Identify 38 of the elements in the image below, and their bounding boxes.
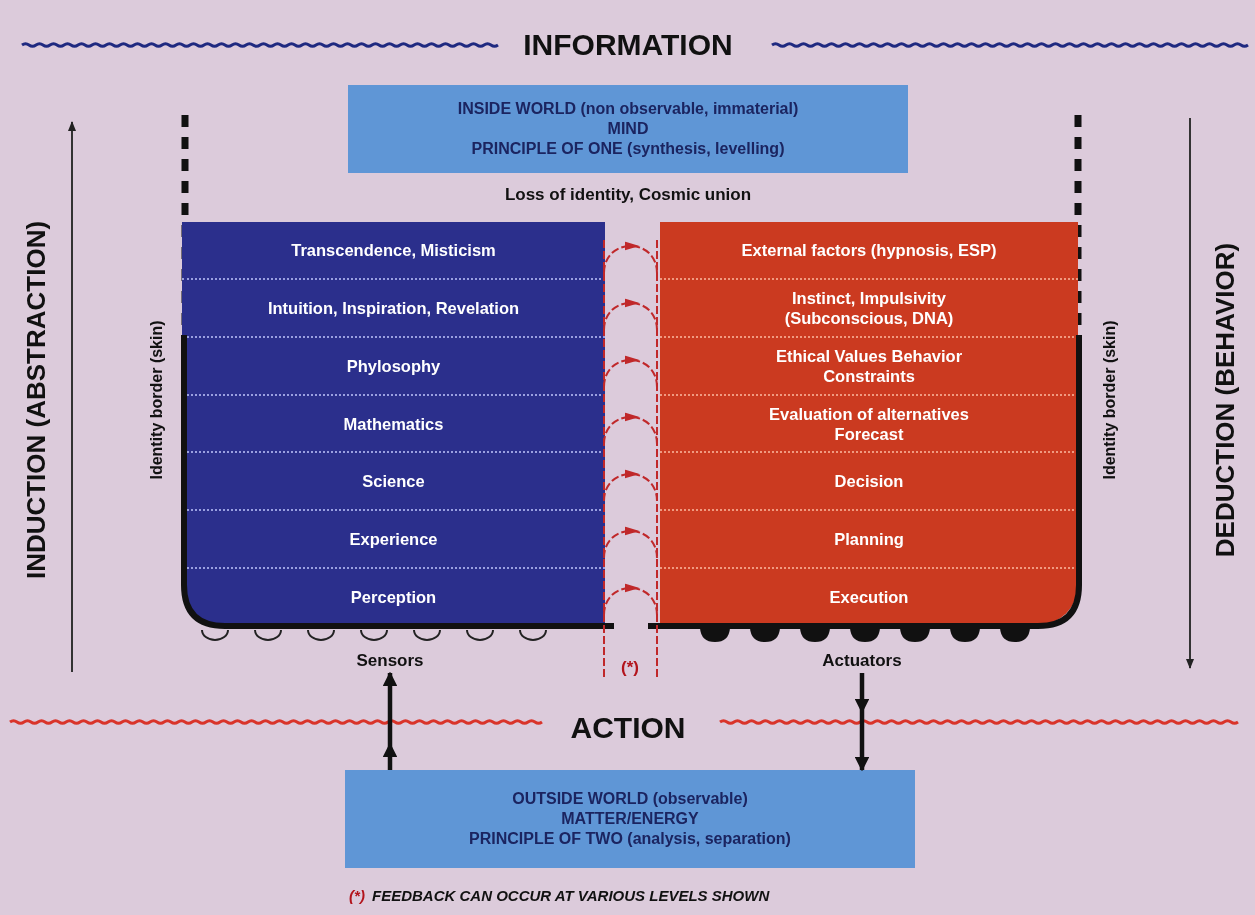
arrow — [383, 672, 397, 770]
arrow — [855, 673, 869, 771]
level-text: Experience — [349, 529, 438, 550]
level-text: Intuition, Inspiration, Revelation — [267, 297, 520, 318]
level-text: Ethical Values Behavior Constraints — [774, 345, 964, 386]
level-text: Science — [362, 471, 425, 492]
level-text: Perception — [350, 587, 437, 608]
level-text: Phylosophy — [346, 355, 441, 376]
level-text: Evaluation of alternatives Forecast — [768, 403, 970, 444]
caption-text: Loss of identity, Cosmic union — [504, 185, 752, 205]
border-label: Identity border (skin) — [1101, 320, 1119, 480]
world-text: INSIDE WORLD (non observable, immaterial) — [457, 99, 799, 119]
world-text: OUTSIDE WORLD (observable) — [512, 789, 748, 809]
footnote-mark: (*) — [349, 886, 365, 904]
level-text: Planning — [834, 529, 904, 550]
axis-label: INDUCTION (ABSTRACTION) — [20, 220, 52, 580]
world-box — [345, 770, 915, 868]
footnote-text: FEEDBACK CAN OCCUR AT VARIOUS LEVELS SHOWN — [372, 886, 770, 904]
section-heading: ACTION — [570, 711, 686, 745]
world-box — [348, 85, 908, 173]
world-text: MIND — [607, 119, 649, 139]
knowledge-panel — [182, 222, 605, 625]
axis-label: DEDUCTION (BEHAVIOR) — [1209, 242, 1241, 558]
world-text: PRINCIPLE OF TWO (analysis, separation) — [469, 829, 791, 849]
device-label: Actuators — [802, 651, 922, 671]
device-label: Sensors — [330, 651, 450, 671]
level-text: Transcendence, Misticism — [291, 239, 496, 260]
footnote-mark: (*) — [621, 658, 639, 678]
world-text: PRINCIPLE OF ONE (synthesis, levelling) — [471, 139, 785, 159]
border-label: Identity border (skin) — [148, 320, 166, 480]
level-text: Execution — [829, 587, 909, 608]
level-text: Instinct, Impulsivity (Subconscious, DNA) — [783, 287, 955, 328]
level-text: Decision — [834, 471, 904, 492]
section-heading: INFORMATION — [523, 28, 733, 62]
level-text: Mathematics — [343, 413, 444, 434]
level-text: External factors (hypnosis, ESP) — [741, 239, 997, 260]
world-text: MATTER/ENERGY — [561, 809, 699, 829]
behavior-panel — [660, 222, 1078, 625]
